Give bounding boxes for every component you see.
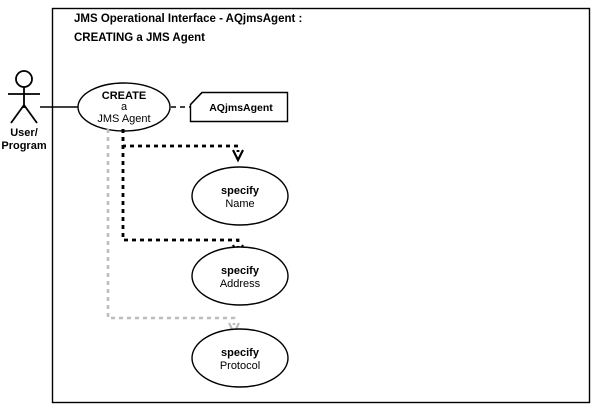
use-case-label-line2: Address	[220, 278, 261, 290]
use-case-label-line1: specify	[221, 265, 260, 277]
dependency-create-to-specify-protocol-line	[106, 129, 236, 325]
use-case-label-line2: Name	[225, 198, 254, 210]
use-case-label-line2: Protocol	[220, 360, 260, 372]
dependency-create-to-specify-name-arrowhead	[232, 149, 244, 163]
note-label: AQjmsAgent	[209, 102, 273, 114]
use-case-label-line1: specify	[221, 347, 260, 359]
use-case-ellipse	[191, 328, 289, 388]
dependency-create-to-specify-name-line	[121, 129, 240, 152]
use-case-label-line2: a	[121, 101, 128, 113]
use-case-ellipse	[191, 246, 289, 306]
use-case-label-line1: specify	[221, 185, 260, 197]
use-case-specify-protocol: specify Protocol	[191, 328, 289, 388]
actor-label-line2: Program	[1, 140, 46, 152]
use-case-create-a-jms-agent: CREATE a JMS Agent	[77, 82, 171, 132]
note-aqjmsagent: AQjmsAgent	[189, 91, 289, 123]
dependency-create-to-specify-address-line	[121, 129, 240, 247]
use-case-specify-name: specify Name	[191, 166, 289, 226]
system-boundary-box	[51, 7, 591, 404]
actor-user-program: User/ Program	[1, 70, 47, 152]
actor-left-leg-line	[10, 104, 25, 124]
use-case-ellipse	[191, 166, 289, 226]
diagram-title-line1: JMS Operational Interface - AQjmsAgent :	[74, 13, 302, 25]
diagram-title-line2: CREATING a JMS Agent	[74, 32, 205, 44]
actor-label-line1: User/	[10, 127, 38, 139]
actor-right-leg-line	[23, 104, 38, 124]
use-case-specify-address: specify Address	[191, 246, 289, 306]
actor-head-icon	[15, 70, 33, 88]
use-case-label-line1: CREATE	[102, 90, 146, 102]
use-case-label-line3: JMS Agent	[97, 113, 150, 125]
note-folded-corner-icon	[189, 92, 203, 105]
